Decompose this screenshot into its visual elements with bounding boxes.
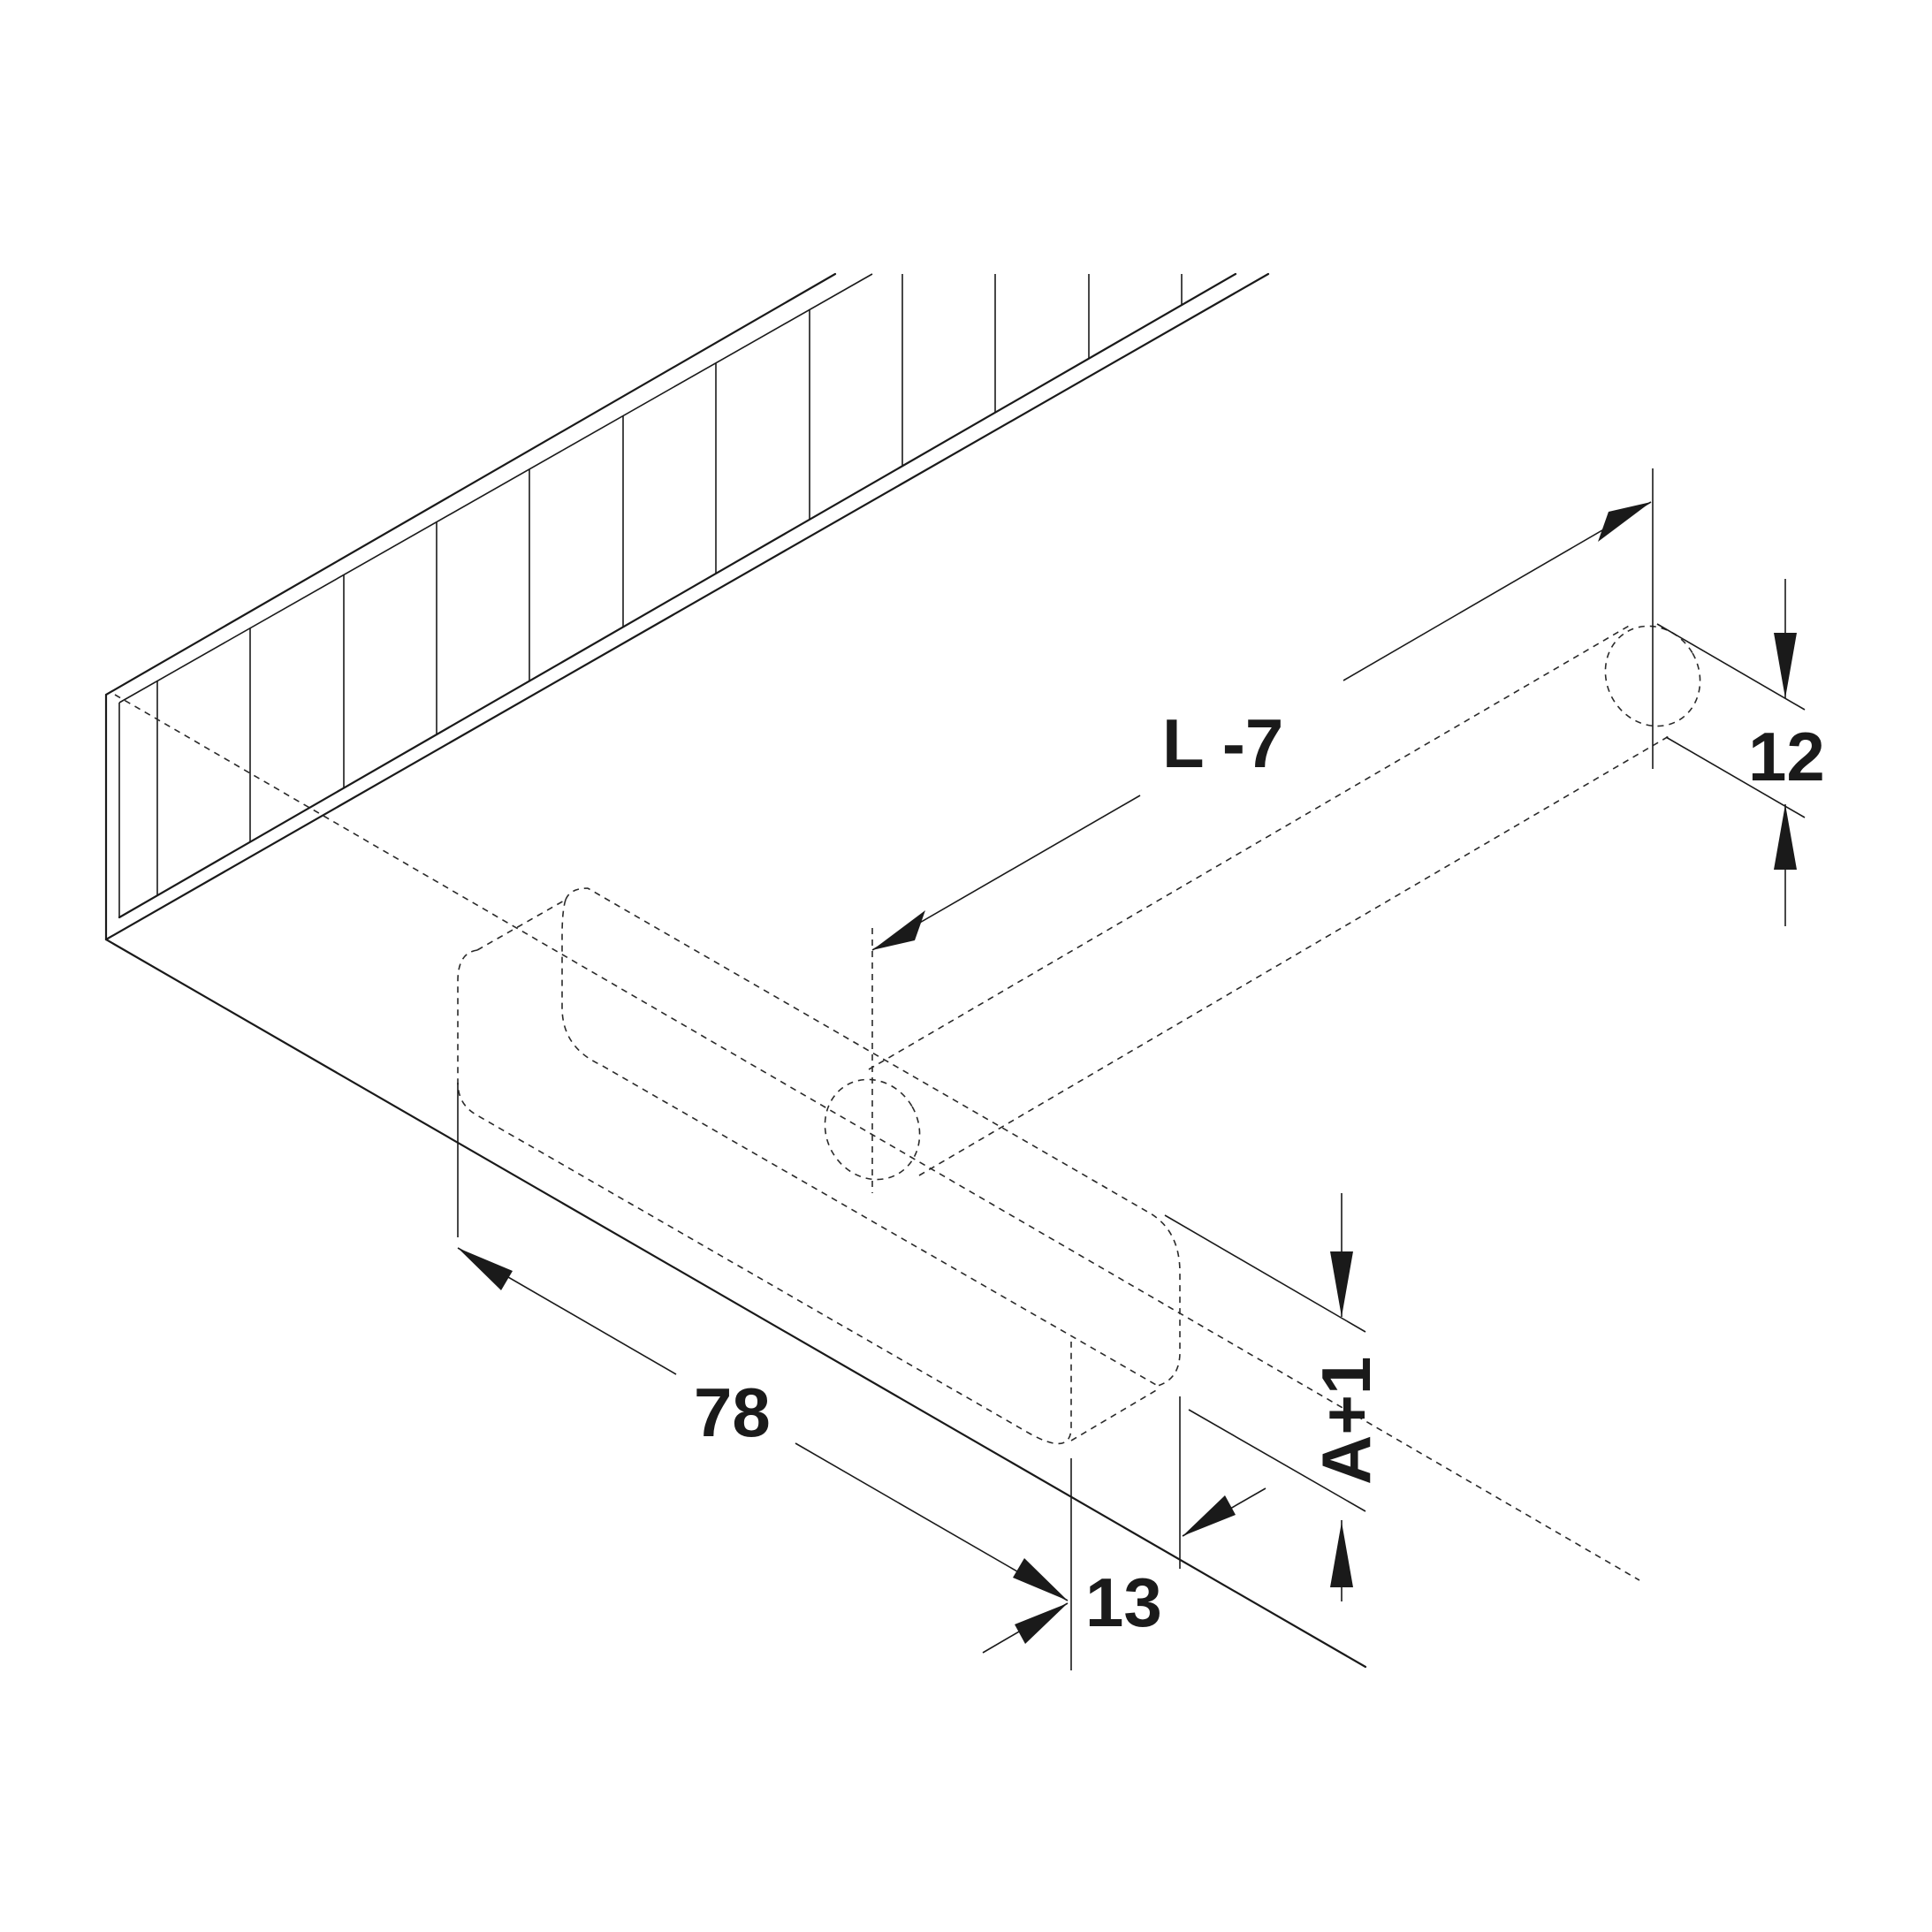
arrowhead: [1598, 502, 1651, 542]
arrowhead: [1330, 1251, 1353, 1317]
arrowhead: [1774, 633, 1797, 698]
centerline: [114, 694, 1640, 1581]
dimension-label-diameter: 12: [1748, 718, 1825, 795]
dimension-label-slot-width: 13: [1085, 1563, 1162, 1641]
dimension-label-length: L -7: [1162, 704, 1283, 782]
dimension-label-slot-length: 78: [694, 1373, 771, 1451]
dimension-slot-width: 13: [982, 1396, 1266, 1654]
slot-housing: [457, 887, 1181, 1445]
arrowhead: [1774, 804, 1797, 870]
drawer-panel: [104, 272, 1367, 1669]
arrowhead: [1330, 1522, 1353, 1587]
dimension-length: L -7: [871, 468, 1654, 951]
arrowhead: [1015, 1603, 1068, 1644]
dimension-slot-length: 78: [457, 1083, 1072, 1670]
dimension-diameter: 12: [1656, 579, 1825, 926]
dimension-depth: A+1: [1164, 1193, 1385, 1601]
arrowhead: [458, 1248, 513, 1290]
dowel-hidden: [824, 624, 1701, 1181]
arrowhead: [1183, 1495, 1236, 1536]
drawer-slats: [249, 274, 1183, 842]
arrowhead: [872, 910, 925, 950]
arrowhead: [1013, 1558, 1068, 1601]
dimension-label-depth: A+1: [1307, 1357, 1385, 1485]
